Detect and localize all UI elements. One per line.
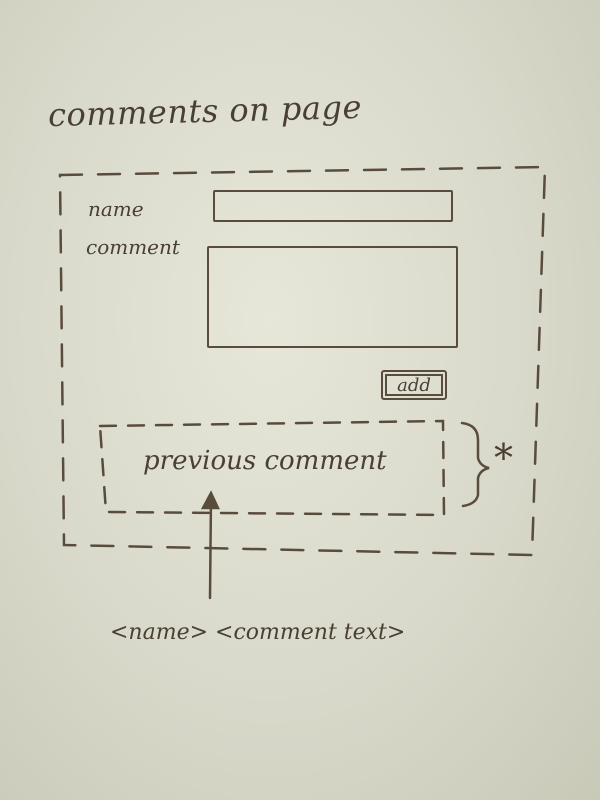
previous-comment-label: previous comment [143,446,387,476]
comment-label: comment [86,235,180,259]
format-arrow-head [200,490,220,510]
name-input[interactable] [213,190,453,222]
repeat-brace [460,421,490,508]
format-arrow-line [208,495,213,600]
name-label: name [88,197,144,221]
add-button[interactable]: add [381,370,447,400]
previous-comment-dashed-region [98,419,446,517]
repeat-asterisk: * [494,436,513,480]
comment-format-text: <name> <comment text> [110,620,406,645]
outer-dashed-region [58,165,547,557]
comment-input[interactable] [207,246,458,348]
